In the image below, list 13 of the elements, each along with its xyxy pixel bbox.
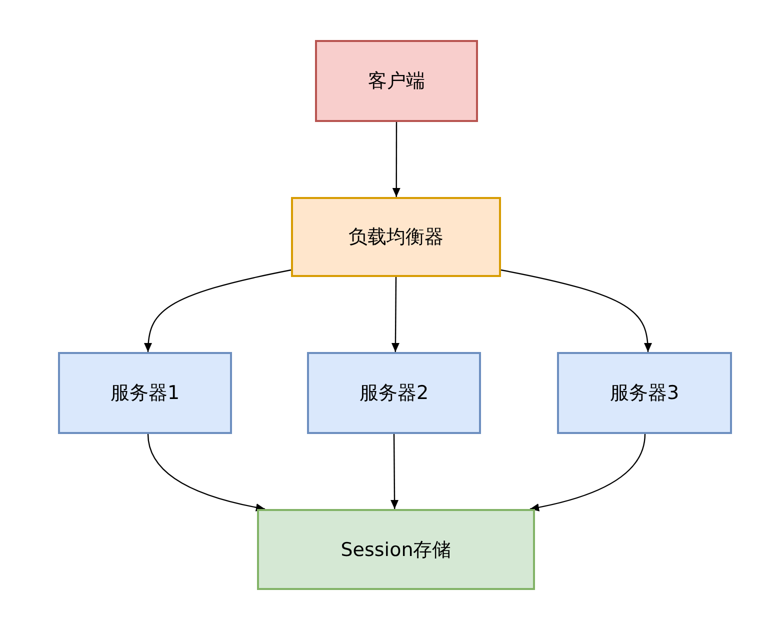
arrow — [500, 269, 652, 352]
arrow — [391, 277, 400, 352]
process-box: 客户端 — [315, 40, 478, 122]
process-box: 负载均衡器 — [291, 197, 501, 277]
arrow — [390, 434, 399, 509]
arrow — [147, 434, 266, 512]
process-box: 服务器1 — [58, 352, 232, 434]
arrow — [144, 269, 292, 352]
process-box: Session存储 — [257, 509, 535, 590]
arrow — [530, 434, 646, 512]
arrow — [392, 122, 400, 197]
process-box: 服务器3 — [557, 352, 732, 434]
process-box: 服务器2 — [307, 352, 481, 434]
